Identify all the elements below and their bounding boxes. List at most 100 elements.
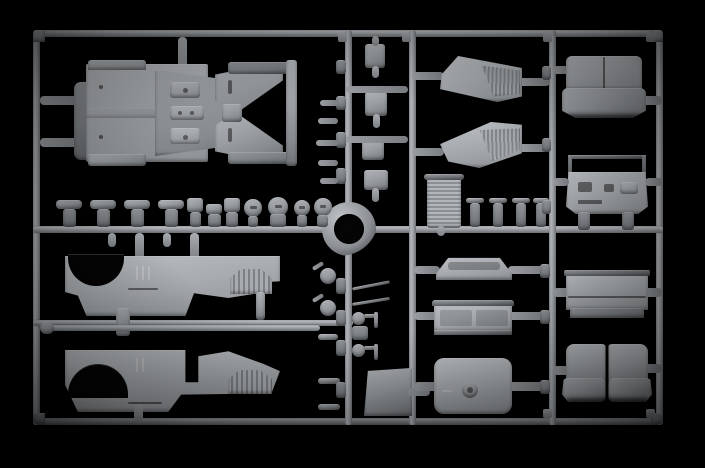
bucket-seat-left-back	[566, 344, 606, 382]
small-part-6-body	[208, 214, 221, 227]
rear-bench-seam	[568, 296, 646, 298]
body-side-upper-post	[256, 292, 265, 320]
small-part-5-head	[187, 198, 203, 212]
left-col-hook-4	[318, 160, 338, 166]
tailgate-panel-left	[440, 310, 472, 326]
mid-col-stem-b	[373, 114, 380, 128]
dashboard-rail-top	[568, 155, 646, 159]
mid-col-part-b	[365, 92, 387, 116]
hood-hub-center	[467, 387, 473, 393]
mid-col-stem-a2	[372, 66, 379, 78]
grille-surround-attach-l	[414, 266, 440, 274]
dashboard-vent	[578, 200, 602, 204]
pin-part-1-body	[470, 203, 480, 227]
left-col-hook-1	[320, 100, 338, 106]
tunnel-hole-b	[178, 111, 182, 115]
body-side-upper-seam-b	[142, 266, 144, 280]
mid-col-part-d	[364, 170, 388, 190]
tailgate-panel-right	[476, 310, 508, 326]
body-side-upper-seam-c	[148, 266, 150, 280]
rail-corner-tl	[33, 30, 45, 42]
small-part-2-head	[90, 200, 116, 209]
body-side-upper-seam-a	[136, 266, 138, 280]
small-part-7-body	[226, 212, 238, 227]
wiper-arm-2	[351, 297, 391, 306]
left-col-hook-2	[318, 118, 338, 124]
chassis-tunnel-pad-mid	[170, 106, 204, 120]
small-part-1-head	[56, 200, 82, 209]
chassis-rear-post	[286, 60, 297, 166]
chassis-slot-b	[228, 128, 232, 142]
dashboard-leg-right	[622, 212, 634, 230]
small-part-10-stem	[297, 215, 307, 227]
chassis-attach-left-bot	[40, 138, 78, 147]
knob-1	[352, 312, 365, 325]
gusset-br	[646, 409, 655, 418]
small-part-7-head	[224, 198, 240, 212]
left-col-hook-5	[320, 178, 338, 184]
body-side-lower-attach	[134, 404, 143, 422]
radiator-grille-frame	[424, 174, 464, 180]
rear-bench-seat	[566, 272, 648, 310]
upper-right-tab-b	[542, 138, 551, 152]
gusset-t2	[402, 33, 411, 42]
dashboard-leg-left	[578, 212, 590, 230]
body-side-lower-line	[128, 402, 162, 404]
body-side-bracket	[116, 308, 130, 336]
dashboard-gauge-b	[604, 184, 614, 192]
small-part-3-head	[124, 200, 150, 209]
chassis-slot-a	[228, 80, 232, 94]
body-side-lower-seam-a	[136, 358, 138, 372]
rear-bench-skirt	[570, 308, 644, 318]
pin-part-3-body	[516, 203, 526, 227]
lower-mid-plate	[364, 368, 412, 416]
body-upper-attach-b	[190, 233, 199, 259]
lever-1	[318, 334, 338, 340]
chassis-screw-a	[99, 85, 103, 89]
stem-drop-a	[108, 233, 116, 247]
radiator-grille	[427, 176, 461, 228]
small-part-9-slot	[275, 205, 282, 208]
lower-right-tab-c	[540, 380, 550, 394]
mid-col-bar-2	[346, 136, 408, 143]
mid-col-part-a	[365, 44, 385, 68]
knob-1-hook	[374, 312, 378, 328]
mid-hanger-1	[336, 278, 346, 294]
small-part-11-slot	[320, 205, 326, 208]
small-part-10-slot	[299, 206, 305, 209]
hood-scribe-line	[442, 390, 452, 392]
mid-col-bar-1	[346, 86, 408, 93]
pin-part-2-body	[493, 203, 503, 227]
bench-seat-front-split	[603, 57, 605, 89]
mid-plate-small	[352, 326, 368, 340]
small-part-8-stem	[248, 216, 258, 227]
tunnel-hole-c	[190, 111, 194, 115]
lower-right-tab-b	[540, 310, 550, 324]
mid-hanger-2	[336, 310, 346, 326]
small-part-11-stem	[317, 215, 328, 227]
fender-attach-left-b	[412, 148, 444, 156]
upper-right-tab-c	[542, 200, 551, 214]
gusset-tl	[338, 33, 347, 42]
dashboard-gauge-a	[578, 182, 592, 192]
knob-2-hook	[374, 344, 378, 360]
left-col-hook-3	[316, 140, 338, 146]
sprue-center-hole	[334, 214, 364, 244]
mid-hanger-3	[336, 340, 346, 356]
mid-col-part-c	[362, 140, 384, 160]
wiper-arm-1	[352, 280, 390, 291]
small-part-2-body	[97, 209, 110, 227]
gusset-bd3	[543, 409, 552, 418]
long-rod-cap	[40, 322, 54, 334]
small-part-9-stem	[270, 214, 286, 227]
chassis-attach-left-top	[40, 96, 78, 105]
mid-hanger-4	[336, 382, 346, 398]
tunnel-hole-d	[183, 135, 188, 140]
rear-bench-top-rail	[564, 270, 650, 276]
bucket-seats-shadow	[566, 398, 648, 404]
dashboard-attach-left	[553, 178, 569, 186]
chassis-screw-b	[99, 135, 103, 139]
small-part-5-body	[190, 212, 201, 227]
small-part-6-head	[206, 204, 222, 214]
